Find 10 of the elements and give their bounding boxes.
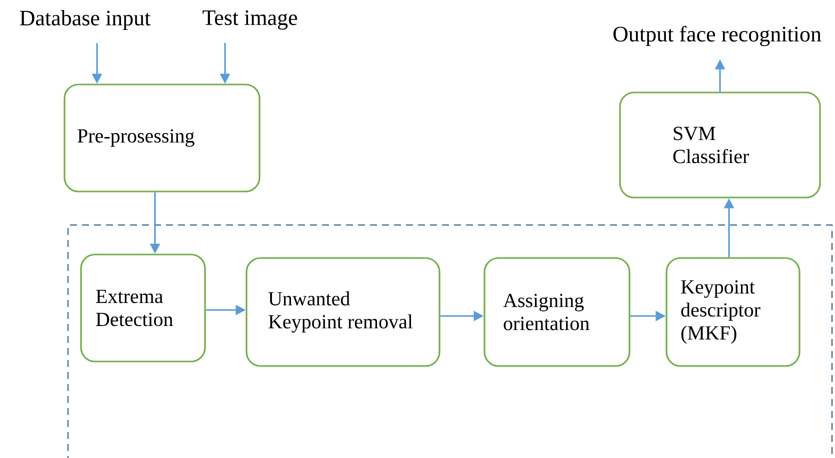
input-label: Database input [20, 10, 151, 30]
process-box: Pre-prosessing [64, 84, 260, 192]
dashed-group-box [67, 224, 833, 458]
process-box: Extrema Detection [80, 254, 206, 362]
process-box: Assigning orientation [484, 257, 630, 367]
input-label: Output face recognition [613, 26, 822, 46]
process-box: Unwanted Keypoint removal [246, 257, 440, 367]
process-box: Keypoint descriptor (MKF) [666, 257, 800, 367]
process-box: SVM Classifier [619, 92, 821, 198]
input-label: Test image [202, 10, 298, 30]
